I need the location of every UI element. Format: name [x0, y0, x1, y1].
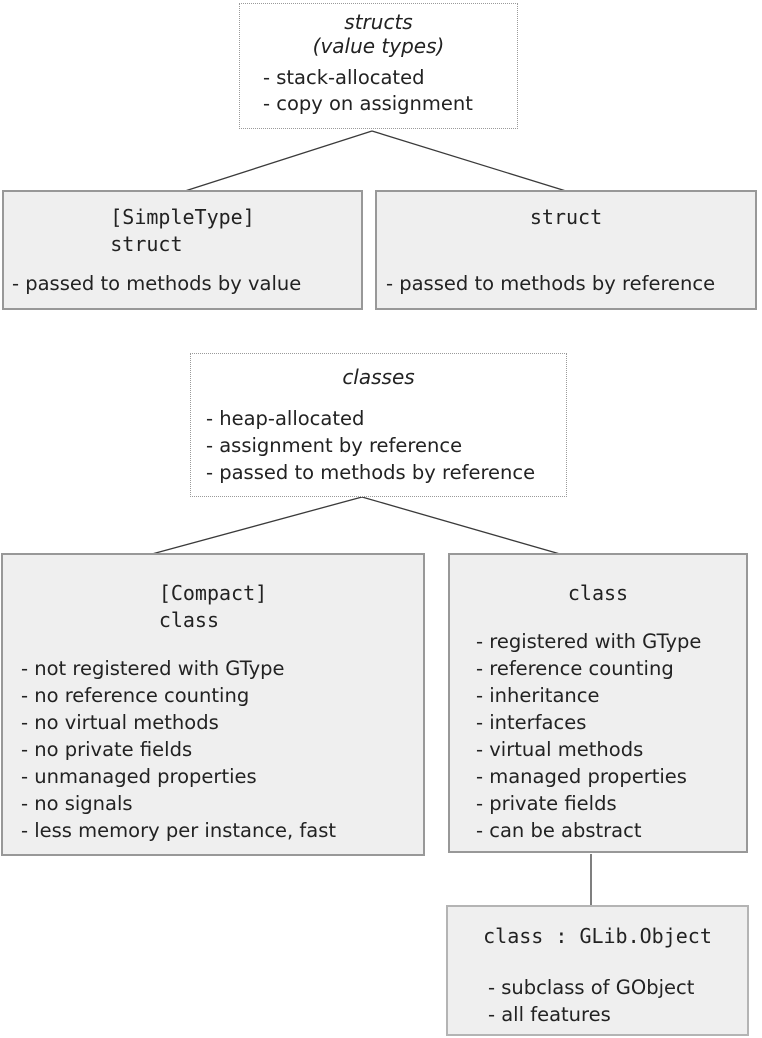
- simpletype-struct-box-title: [SimpleType] struct: [4, 204, 361, 258]
- class-box-title: class: [450, 580, 746, 607]
- text-line: classes: [342, 365, 415, 389]
- class-glib-object-box-title: class : GLib.Object: [448, 923, 747, 950]
- text-line: - no private fields: [21, 738, 193, 761]
- simpletype-struct-box-title-lines: [SimpleType] struct: [110, 204, 255, 258]
- text-line: - unmanaged properties: [21, 765, 257, 788]
- text-line: struct: [529, 205, 603, 229]
- class-box-title-lines: class: [568, 580, 628, 607]
- class-glib-object-box: class : GLib.Object - subclass of GObjec…: [446, 905, 749, 1036]
- text-line: - interfaces: [476, 711, 587, 734]
- compact-class-box-bullets: - not registered with GType - no referenc…: [3, 655, 423, 844]
- class-glib-object-box-title-lines: class : GLib.Object: [483, 923, 712, 950]
- simpletype-struct-box-bullets: - passed to methods by value: [4, 270, 361, 297]
- text-line: - virtual methods: [476, 738, 644, 761]
- classes-box: classes - heap-allocated - assignment by …: [190, 353, 567, 497]
- text-line: - less memory per instance, fast: [21, 819, 337, 842]
- structs-box-bullets: - stack-allocated - copy on assignment: [240, 65, 517, 117]
- struct-box-title-lines: struct: [530, 204, 602, 231]
- struct-box: struct - passed to methods by reference: [375, 190, 757, 310]
- text-line: - no signals: [21, 792, 133, 815]
- text-line: structs: [344, 10, 413, 34]
- text-line: - stack-allocated: [263, 66, 425, 89]
- struct-box-bullets: - passed to methods by reference: [377, 270, 755, 297]
- text-line: - registered with GType: [476, 630, 702, 653]
- compact-class-box-title: [Compact] class: [3, 580, 423, 634]
- text-line: - all features: [488, 1003, 611, 1026]
- structs-box-title-lines: structs(value types): [313, 10, 445, 58]
- classes-box-bullets: - heap-allocated - assignment by referenc…: [191, 405, 566, 486]
- text-line: - reference counting: [476, 657, 674, 680]
- simpletype-struct-box: [SimpleType] struct - passed to methods b…: [2, 190, 363, 310]
- text-line: (value types): [312, 34, 445, 58]
- text-line: - no reference counting: [21, 684, 250, 707]
- connector-structs-to-simpletype: [184, 130, 373, 192]
- text-line: - passed to methods by value: [12, 272, 302, 295]
- text-line: - inheritance: [476, 684, 600, 707]
- text-line: - can be abstract: [476, 819, 642, 842]
- structs-box: structs(value types) - stack-allocated- …: [239, 3, 518, 129]
- text-line: [SimpleType]: [110, 205, 255, 229]
- connector-classes-to-compact: [151, 496, 363, 555]
- text-line: - heap-allocated: [206, 407, 365, 430]
- text-line: struct: [110, 232, 183, 256]
- text-line: - copy on assignment: [263, 92, 473, 115]
- text-line: - passed to methods by reference: [386, 272, 716, 295]
- text-line: - subclass of GObject: [488, 976, 695, 999]
- text-line: class : GLib.Object: [483, 924, 712, 948]
- text-line: - no virtual methods: [21, 711, 219, 734]
- text-line: [Compact]: [158, 581, 268, 605]
- text-line: class: [158, 608, 220, 632]
- compact-class-box-title-lines: [Compact] class: [159, 580, 267, 634]
- text-line: - private fields: [476, 792, 617, 815]
- structs-box-title: structs(value types): [240, 10, 517, 58]
- connector-classes-to-class: [361, 496, 561, 555]
- struct-box-title: struct: [377, 204, 755, 231]
- class-glib-object-box-bullets: - subclass of GObject - all features: [448, 974, 747, 1028]
- classes-box-title: classes: [191, 365, 566, 389]
- text-line: - managed properties: [476, 765, 687, 788]
- connector-structs-to-struct: [371, 130, 567, 192]
- classes-box-title-lines: classes: [342, 365, 414, 389]
- text-line: class: [567, 581, 629, 605]
- class-box-bullets: - registered with GType - reference count…: [450, 628, 746, 844]
- text-line: - not registered with GType: [21, 657, 285, 680]
- compact-class-box: [Compact] class - not registered with GTy…: [1, 553, 425, 856]
- text-line: - assignment by reference: [206, 434, 463, 457]
- class-box: class - registered with GType - reference…: [448, 553, 748, 853]
- text-line: - passed to methods by reference: [206, 461, 536, 484]
